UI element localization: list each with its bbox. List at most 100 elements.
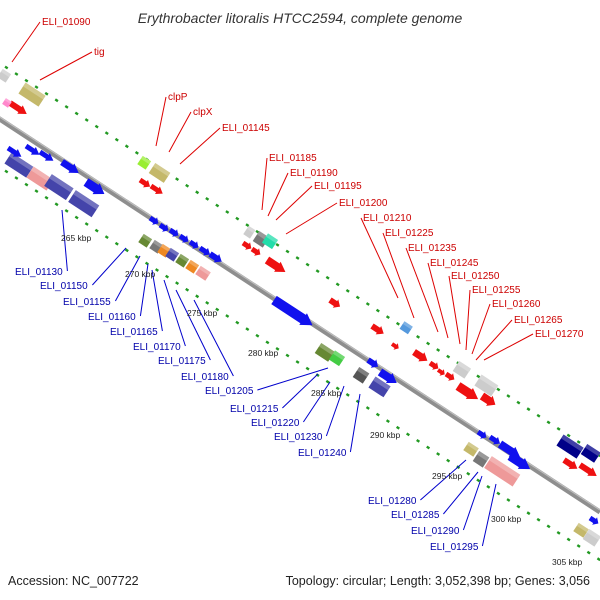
map-title: Erythrobacter litoralis HTCC2594, comple… bbox=[137, 10, 463, 26]
gene-feature bbox=[474, 374, 499, 397]
leader-line bbox=[261, 157, 268, 211]
tick-dot bbox=[365, 406, 370, 410]
gene-feature bbox=[573, 522, 589, 538]
tick-dot bbox=[325, 275, 330, 280]
gene-feature bbox=[148, 215, 159, 225]
tick-dot bbox=[275, 347, 280, 351]
leader-line bbox=[462, 475, 483, 531]
tick-dot bbox=[516, 400, 521, 405]
leader-line bbox=[302, 381, 331, 423]
leader-line bbox=[483, 333, 534, 361]
tick-dot bbox=[436, 348, 441, 352]
gene-feature bbox=[352, 366, 370, 384]
tick-dot bbox=[134, 255, 139, 259]
gene-feature bbox=[580, 443, 600, 463]
tick-dot bbox=[295, 256, 300, 260]
tick-dot bbox=[325, 379, 330, 384]
gene-feature bbox=[138, 177, 151, 188]
tick-dot bbox=[74, 215, 79, 220]
leader-line bbox=[282, 373, 319, 409]
gene-feature bbox=[578, 462, 597, 476]
leader-line bbox=[481, 483, 497, 547]
gene-label: ELI_01160 bbox=[88, 312, 136, 323]
gene-labels: ELI_01090tigclpPclpXELI_01145ELI_01185EL… bbox=[15, 17, 584, 553]
tick-label: 265 kbp bbox=[61, 233, 92, 243]
tick-label: 270 kbp bbox=[125, 269, 156, 279]
tick-dot bbox=[24, 78, 29, 83]
tick-dot bbox=[395, 425, 400, 430]
leader-line bbox=[267, 172, 289, 217]
gene-feature bbox=[168, 227, 179, 237]
tick-dot bbox=[114, 137, 119, 142]
tick-dot bbox=[195, 294, 200, 299]
tick-dot bbox=[305, 262, 310, 267]
tick-dot bbox=[426, 445, 431, 450]
gene-feature bbox=[562, 457, 578, 470]
gene-feature bbox=[390, 342, 399, 350]
gene-feature bbox=[178, 233, 189, 243]
gene-label: ELI_01165 bbox=[110, 327, 158, 338]
tick-dot bbox=[586, 550, 591, 555]
leader-line bbox=[179, 127, 221, 165]
tick-dot bbox=[526, 511, 531, 516]
tick-dot bbox=[64, 104, 69, 109]
tick-dot bbox=[154, 268, 159, 272]
tick-dot bbox=[345, 393, 350, 397]
gene-feature bbox=[488, 434, 501, 445]
leader-line bbox=[193, 299, 234, 377]
gene-feature bbox=[158, 222, 169, 232]
gene-feature bbox=[148, 162, 171, 183]
leader-line bbox=[475, 319, 513, 361]
gene-feature bbox=[83, 178, 105, 195]
tick-dot bbox=[395, 321, 400, 326]
gene-feature bbox=[588, 515, 599, 525]
gene-feature bbox=[6, 145, 22, 157]
tick-dot bbox=[335, 282, 340, 287]
tick-dot bbox=[315, 269, 320, 274]
gene-feature bbox=[44, 174, 74, 201]
gene-feature bbox=[484, 456, 521, 487]
tick-dot bbox=[305, 366, 310, 371]
tick-dot bbox=[275, 243, 280, 247]
leader-line bbox=[349, 393, 361, 453]
gene-feature bbox=[241, 240, 252, 250]
gene-label: ELI_01285 bbox=[391, 510, 440, 521]
tick-dot bbox=[94, 228, 99, 233]
gene-feature bbox=[370, 323, 384, 335]
tick-dot bbox=[94, 124, 99, 129]
leader-line bbox=[465, 289, 471, 351]
tick-dot bbox=[44, 91, 49, 96]
gene-label: ELI_01250 bbox=[451, 271, 500, 282]
gene-feature bbox=[368, 376, 391, 398]
gene-feature bbox=[149, 183, 163, 194]
tick-dot bbox=[104, 235, 109, 240]
gene-feature bbox=[472, 450, 490, 468]
gene-feature bbox=[208, 251, 222, 263]
leader-line bbox=[11, 21, 41, 63]
tick-label: 300 kbp bbox=[491, 514, 522, 524]
tick-label: 275 kbp bbox=[187, 308, 218, 318]
gene-feature bbox=[328, 350, 346, 367]
tick-dot bbox=[134, 151, 139, 155]
tick-dot bbox=[245, 223, 250, 228]
tick-dot bbox=[185, 287, 190, 292]
gene-feature bbox=[452, 360, 471, 379]
gene-label: ELI_01090 bbox=[42, 17, 91, 28]
tick-label: 295 kbp bbox=[432, 471, 463, 481]
tick-dot bbox=[74, 111, 79, 116]
tick-dot bbox=[54, 98, 59, 103]
tick-dot bbox=[566, 433, 571, 438]
gene-feature bbox=[497, 440, 521, 458]
tick-dot bbox=[526, 407, 531, 412]
tick-dot bbox=[255, 333, 260, 338]
tick-dot bbox=[205, 301, 210, 305]
gene-label: ELI_01235 bbox=[408, 243, 457, 254]
gene-label: ELI_01295 bbox=[430, 542, 479, 553]
tick-dot bbox=[104, 131, 109, 136]
tick-dot bbox=[516, 504, 521, 509]
leader-line bbox=[420, 459, 467, 501]
tick-dot bbox=[355, 295, 360, 300]
gene-feature bbox=[195, 265, 211, 281]
gene-feature bbox=[24, 143, 40, 155]
